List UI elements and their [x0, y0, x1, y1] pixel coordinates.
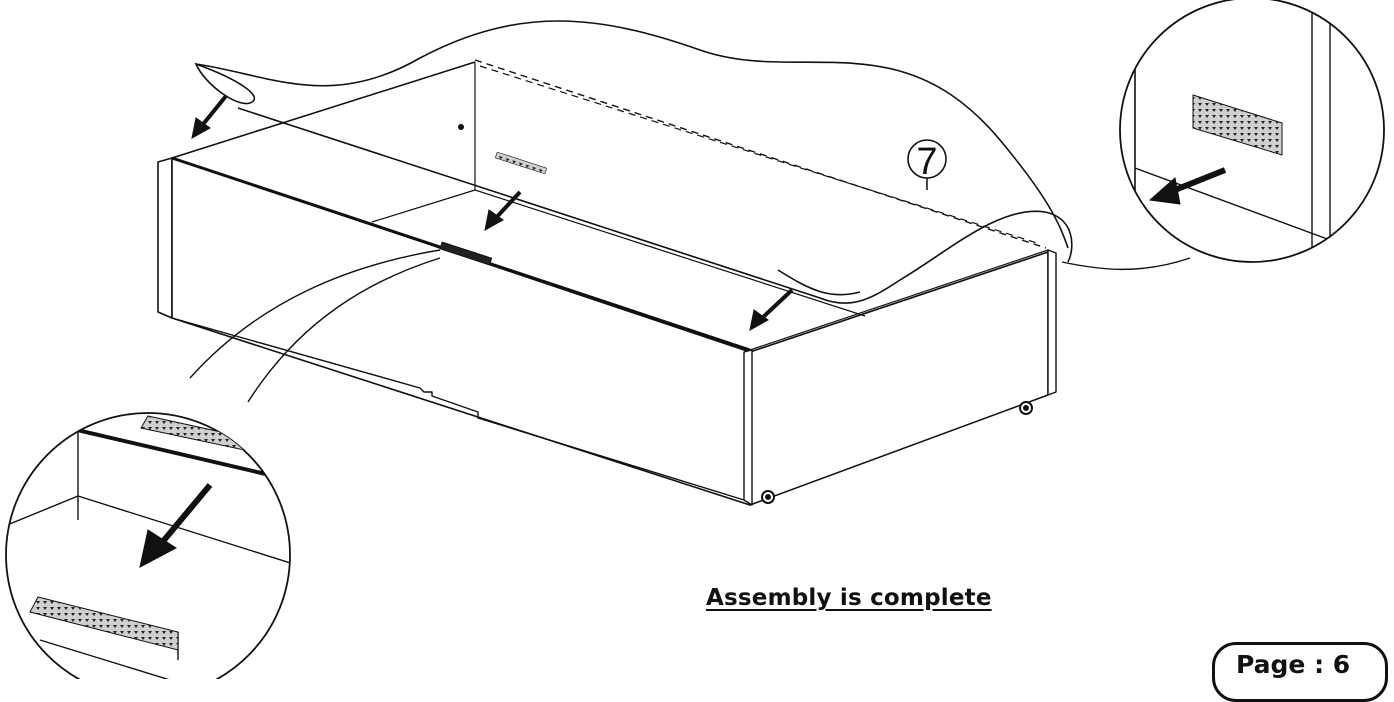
- arrow-icon: [484, 190, 522, 231]
- part-number-label: 7: [916, 141, 938, 183]
- arrow-icon: [1148, 167, 1227, 205]
- velcro-pad-icon: [1192, 94, 1283, 156]
- arrow-icon: [139, 483, 213, 568]
- magnifier-detail-icon: [5, 249, 441, 679]
- completion-caption: Assembly is complete: [706, 585, 992, 611]
- drawer-unit: [157, 59, 1057, 506]
- magnifier-detail-icon: [1061, 0, 1385, 271]
- page-number-label: Page : 6: [1236, 650, 1351, 679]
- caster-wheel-icon: [761, 401, 1033, 504]
- fabric-cover: [194, 20, 1073, 304]
- callout-circle: [907, 139, 947, 179]
- arrow-icon: [749, 288, 794, 331]
- arrow-icon: [191, 94, 228, 139]
- assembly-diagram: [5, 0, 1385, 679]
